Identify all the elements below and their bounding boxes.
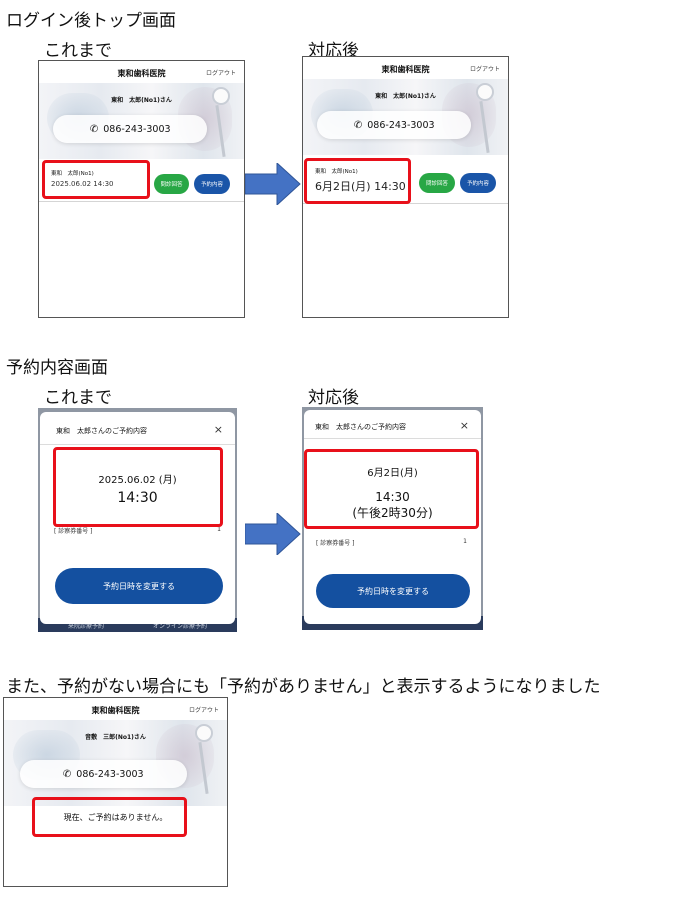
top-screen-after: 東和歯科医院 ログアウト 東和 太郎(No1)さん ✆ 086-243-3003…: [302, 56, 509, 318]
row-datetime: 6月2日(月) 14:30: [315, 180, 406, 193]
change-datetime-button[interactable]: 予約日時を変更する: [55, 568, 223, 604]
dental-mirror-image: [195, 724, 213, 742]
phone-number: 086-243-3003: [76, 768, 144, 780]
modal-title: 東和 太郎さんのご予約内容: [56, 427, 147, 435]
phone-number: 086-243-3003: [103, 123, 171, 135]
exam-number-label: [ 診察券番号 ]: [54, 528, 93, 535]
row-patient-name: 東和 太郎(No1): [51, 171, 94, 177]
logout-link[interactable]: ログアウト: [188, 707, 219, 714]
no-reservation-notice: また、予約がない場合にも「予約がありません」と表示するようになりました: [6, 677, 601, 697]
reservation-time: 14:30: [117, 490, 158, 506]
questionnaire-button[interactable]: 問診回答: [154, 174, 189, 194]
app-header: 東和歯科医院 ログアウト: [303, 57, 508, 79]
clinic-name: 東和歯科医院: [381, 65, 430, 74]
clinic-name: 東和歯科医院: [117, 69, 166, 78]
reservation-detail-button[interactable]: 予約内容: [194, 174, 230, 194]
reservation-time: 14:30: [375, 490, 410, 504]
phone-icon: ✆: [62, 768, 72, 780]
dental-mirror-image: [212, 87, 230, 105]
no-reservation-message: 現在、ご予約はありません。: [63, 813, 168, 822]
hero-banner: 東和 太郎(No1)さん ✆ 086-243-3003: [39, 83, 244, 159]
row-datetime: 2025.06.02 14:30: [51, 180, 114, 188]
section1-before-label: これまで: [44, 41, 112, 61]
exam-number-value: 1: [463, 538, 467, 545]
patient-greeting: 音敷 三郎(No1)さん: [85, 734, 146, 741]
app-header: 東和歯科医院 ログアウト: [39, 61, 244, 83]
row-patient-name: 東和 太郎(No1): [315, 169, 358, 175]
section1-title: ログイン後トップ画面: [6, 11, 176, 31]
reservation-date: 2025.06.02 (月): [98, 475, 177, 486]
reservation-time-detail: (午後2時30分): [352, 506, 433, 520]
highlight-box: [304, 449, 479, 529]
hero-banner: 東和 太郎(No1)さん ✆ 086-243-3003: [303, 79, 508, 155]
highlight-box: [42, 160, 150, 199]
reservation-date: 6月2日(月): [367, 468, 418, 479]
close-icon[interactable]: ×: [459, 419, 469, 432]
reservation-detail-button[interactable]: 予約内容: [460, 173, 496, 193]
dental-mirror-image: [476, 83, 494, 101]
app-header: 東和歯科医院 ログアウト: [4, 698, 227, 720]
section2-after-label: 対応後: [308, 388, 359, 408]
highlight-box: [304, 158, 411, 204]
arrow-right-icon: [245, 513, 301, 555]
phone-call-button[interactable]: ✆ 086-243-3003: [53, 115, 208, 143]
phone-call-button[interactable]: ✆ 086-243-3003: [317, 111, 472, 139]
close-icon[interactable]: ×: [213, 423, 223, 436]
change-datetime-button[interactable]: 予約日時を変更する: [316, 574, 470, 608]
highlight-box: [53, 447, 223, 527]
modal-dialog: 東和 太郎さんのご予約内容 × 6月2日(月) 14:30 (午後2時30分) …: [304, 410, 481, 624]
patient-greeting: 東和 太郎(No1)さん: [375, 93, 436, 100]
phone-icon: ✆: [89, 123, 99, 135]
section2-before-label: これまで: [44, 388, 112, 408]
logout-link[interactable]: ログアウト: [469, 66, 500, 73]
highlight-box: [32, 797, 187, 837]
section2-title: 予約内容画面: [6, 358, 108, 378]
phone-icon: ✆: [353, 119, 363, 131]
bg-online-reservation: オンライン診療予約: [153, 623, 208, 630]
clinic-name: 東和歯科医院: [91, 706, 140, 715]
exam-number-label: [ 診察券番号 ]: [316, 540, 355, 547]
logout-link[interactable]: ログアウト: [205, 70, 236, 77]
phone-call-button[interactable]: ✆ 086-243-3003: [19, 760, 187, 788]
exam-number-value: 1: [217, 526, 221, 533]
phone-number: 086-243-3003: [367, 119, 435, 131]
hero-banner: 音敷 三郎(No1)さん ✆ 086-243-3003: [4, 720, 227, 806]
arrow-right-icon: [245, 163, 301, 205]
patient-greeting: 東和 太郎(No1)さん: [111, 97, 172, 104]
reservation-modal-after: 東和 太郎さんのご予約内容 × 6月2日(月) 14:30 (午後2時30分) …: [302, 407, 483, 630]
modal-title: 東和 太郎さんのご予約内容: [315, 423, 406, 431]
bg-visit-reservation: 来院診療予約: [68, 623, 105, 630]
questionnaire-button[interactable]: 問診回答: [419, 173, 455, 193]
top-screen-no-reservation: 東和歯科医院 ログアウト 音敷 三郎(No1)さん ✆ 086-243-3003…: [3, 697, 228, 887]
